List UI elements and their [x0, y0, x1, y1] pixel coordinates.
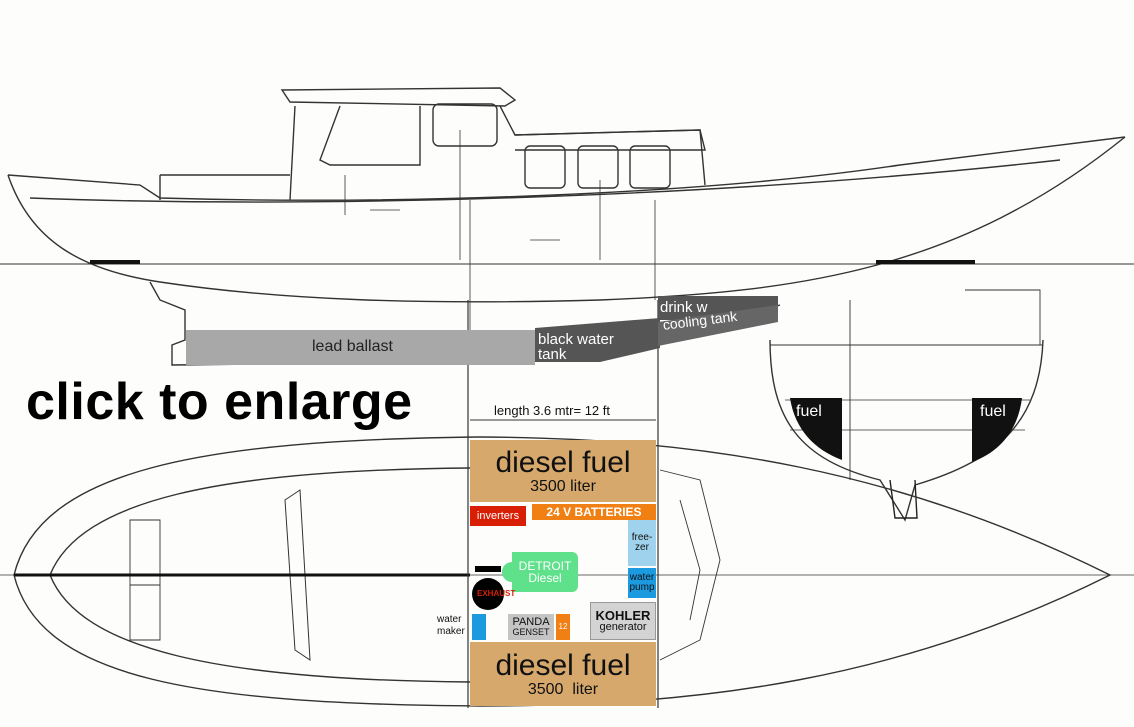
profile-hull-bottom: [7, 136, 1126, 303]
freezer-label-2: zer: [635, 542, 649, 553]
detroit-engine-nose: [502, 562, 514, 582]
lead-ballast-shape: [186, 330, 535, 365]
section-fuel-right-label: fuel: [980, 403, 1006, 420]
black-water-tank-label-2: tank: [538, 346, 567, 363]
water-pump-label-2: pump: [629, 582, 655, 593]
section-hull: [769, 339, 1044, 522]
water-pump-box: water pump: [628, 568, 656, 598]
panda-label-1: PANDA: [512, 616, 550, 628]
kohler-generator-box: KOHLER generator: [590, 602, 656, 640]
profile-pilothouse: [280, 87, 517, 107]
water-pump-label-1: water: [629, 572, 655, 583]
exhaust-circle: [472, 578, 504, 610]
freezer-box: free- zer: [628, 520, 656, 566]
black-water-tank-shape: [535, 318, 660, 362]
small-orange-box: 12: [556, 614, 570, 640]
plan-deck-line: [49, 467, 471, 683]
cooling-tank-shape: [658, 305, 778, 346]
kohler-label-1: KOHLER: [595, 608, 651, 623]
panda-genset-box: PANDA GENSET: [508, 614, 554, 640]
water-maker-label-1: water: [437, 614, 462, 625]
click-to-enlarge-link[interactable]: click to enlarge: [26, 373, 413, 431]
panda-label-2: GENSET: [512, 627, 550, 637]
diesel-fuel-tank-bottom: diesel fuel 3500 liter: [470, 642, 656, 706]
detroit-label-1: DETROIT: [518, 559, 572, 573]
diesel-fuel-top-volume: 3500 liter: [530, 477, 596, 495]
section-fuel-left-shape: [790, 398, 842, 460]
drink-water-label: drink w: [660, 299, 708, 316]
water-maker-label-2: maker: [437, 626, 465, 637]
black-water-tank-label-1: black water: [538, 331, 614, 348]
profile-deck-line: [29, 159, 1061, 203]
exhaust-label: EXHAUST: [477, 589, 516, 598]
inverters-box: inverters: [470, 506, 526, 526]
diesel-fuel-bottom-volume: 3500 liter: [527, 680, 599, 698]
inverters-label: inverters: [476, 509, 520, 522]
kohler-label-2: generator: [599, 621, 647, 633]
profile-sheer-line: [7, 136, 1126, 201]
engine-room-length-label: length 3.6 mtr= 12 ft: [494, 403, 610, 418]
water-maker-box: [472, 614, 486, 640]
freezer-label-1: free-: [631, 532, 653, 543]
batteries-label: 24 V BATTERIES: [546, 505, 642, 519]
detroit-label-2: Diesel: [528, 571, 562, 585]
section-fuel-right-shape: [972, 398, 1022, 462]
lead-ballast-label: lead ballast: [312, 338, 393, 355]
diesel-fuel-top-title: diesel fuel: [495, 445, 631, 479]
detroit-diesel-engine-box: DETROIT Diesel: [512, 552, 578, 592]
diesel-fuel-bottom-title: diesel fuel: [495, 648, 631, 682]
diesel-fuel-tank-top: diesel fuel 3500 liter: [470, 440, 656, 502]
section-fuel-left-label: fuel: [796, 403, 822, 420]
small-orange-label: 12: [558, 622, 568, 631]
batteries-box: 24 V BATTERIES: [532, 504, 656, 520]
